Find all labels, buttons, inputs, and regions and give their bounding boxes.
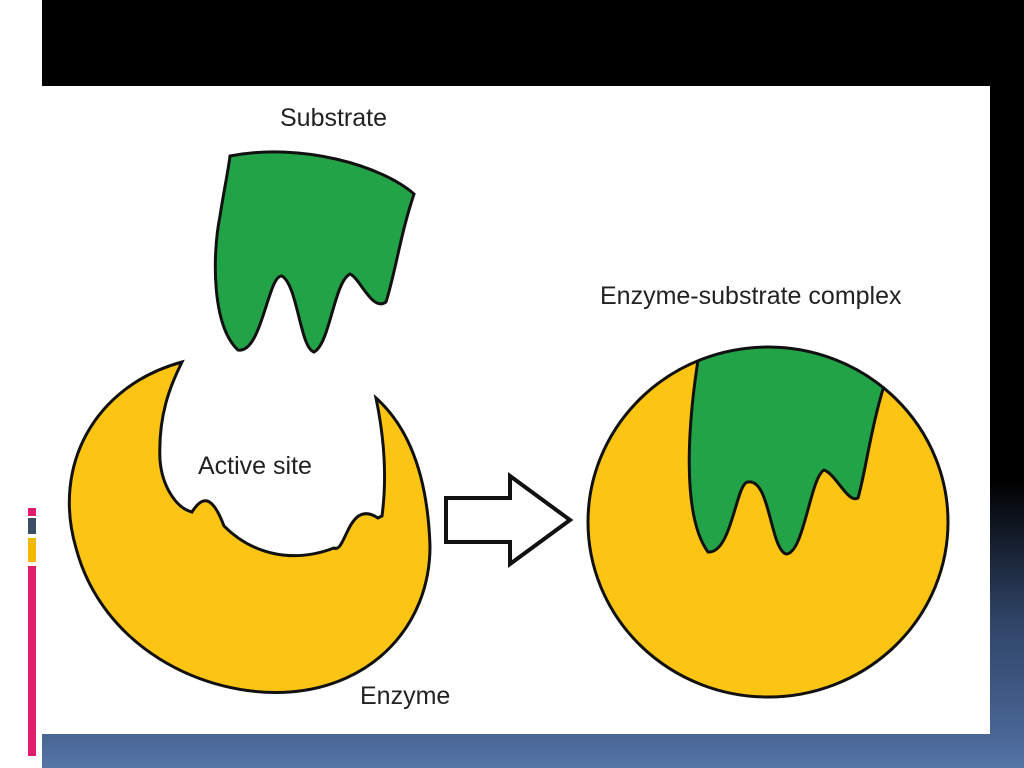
- enzyme-label: Enzyme: [360, 682, 450, 710]
- active-site-label: Active site: [198, 452, 312, 480]
- complex-substrate-shape: [687, 347, 905, 556]
- arrow-right-icon: [444, 472, 574, 568]
- accent-slate-square: [28, 518, 36, 534]
- decor-bar: [34, 76, 36, 118]
- accent-pink-square: [28, 508, 36, 516]
- enzyme-shape: [67, 359, 432, 694]
- decor-bar: [38, 76, 40, 118]
- enzyme-diagram: Substrate Active site Enzyme Enzyme-subs…: [42, 86, 990, 734]
- substrate-shape: [213, 150, 416, 354]
- substrate-label: Substrate: [280, 104, 387, 132]
- decor-bar: [22, 76, 27, 118]
- complex-outline: [586, 345, 950, 699]
- accent-pink-bar: [28, 566, 36, 756]
- diagram-svg: Substrate Active site Enzyme Enzyme-subs…: [67, 104, 950, 710]
- complex-label: Enzyme-substrate complex: [600, 282, 902, 310]
- accent-yellow-square: [28, 538, 36, 562]
- decor-bar: [29, 76, 32, 118]
